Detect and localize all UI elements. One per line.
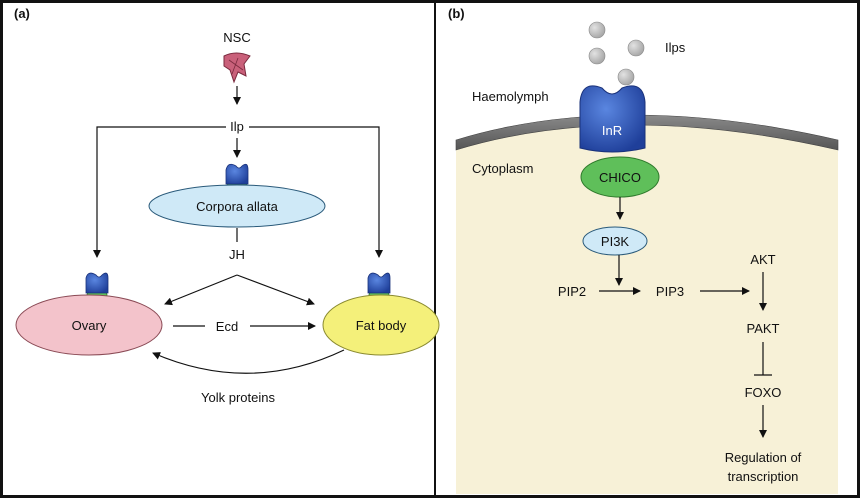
chico-label: CHICO	[599, 170, 641, 185]
arrow-ilp-to-ovary	[93, 126, 226, 258]
nsc-neuron-icon	[223, 52, 251, 84]
ilp-molecule	[617, 68, 635, 86]
regulation-label-line2: transcription	[728, 469, 799, 484]
pi3k-label: PI3K	[601, 234, 630, 249]
pakt-label: PAKT	[747, 321, 780, 336]
cytoplasm-label: Cytoplasm	[472, 161, 533, 176]
inr-receptor-icon	[579, 85, 646, 153]
pi3k-shape	[582, 226, 648, 256]
foxo-label: FOXO	[745, 385, 782, 400]
akt-label: AKT	[750, 252, 775, 267]
panel-a: (a) NSC Ilp Corpora allata JH Ovary	[14, 6, 440, 405]
inr-label: InR	[602, 123, 622, 138]
panel-b-tag: (b)	[448, 6, 465, 21]
ilp-molecule	[588, 21, 606, 39]
pip2-label: PIP2	[558, 284, 586, 299]
pip3-label: PIP3	[656, 284, 684, 299]
ovary-shape	[15, 294, 163, 356]
fat-body-shape	[322, 294, 440, 356]
panel-a-tag: (a)	[14, 6, 30, 21]
corpora-allata-shape	[148, 184, 326, 228]
fat-body-label: Fat body	[356, 318, 407, 333]
ecd-label: Ecd	[216, 319, 238, 334]
ilp-molecule	[588, 47, 606, 65]
jh-label: JH	[229, 247, 245, 262]
haemolymph-label: Haemolymph	[472, 89, 549, 104]
cytoplasm-region	[456, 123, 838, 494]
cell-membrane	[455, 114, 839, 151]
arrow-fat-body-to-ovary	[152, 349, 345, 374]
arrow-jh-to-fat-body	[236, 274, 315, 306]
nsc-label: NSC	[223, 30, 250, 45]
panel-b: (b) Ilps Haemolymph Cytoplasm InR CHICO …	[448, 6, 839, 494]
yolk-proteins-label: Yolk proteins	[201, 390, 275, 405]
corpora-allata-label: Corpora allata	[196, 199, 278, 214]
ovary-label: Ovary	[72, 318, 107, 333]
ilp-label: Ilp	[230, 119, 244, 134]
ilps-label: Ilps	[665, 40, 686, 55]
regulation-label-line1: Regulation of	[725, 450, 802, 465]
arrow-ilp-to-fat-body	[249, 126, 383, 258]
ilp-molecule	[627, 39, 645, 57]
arrow-jh-to-ovary	[164, 274, 238, 306]
